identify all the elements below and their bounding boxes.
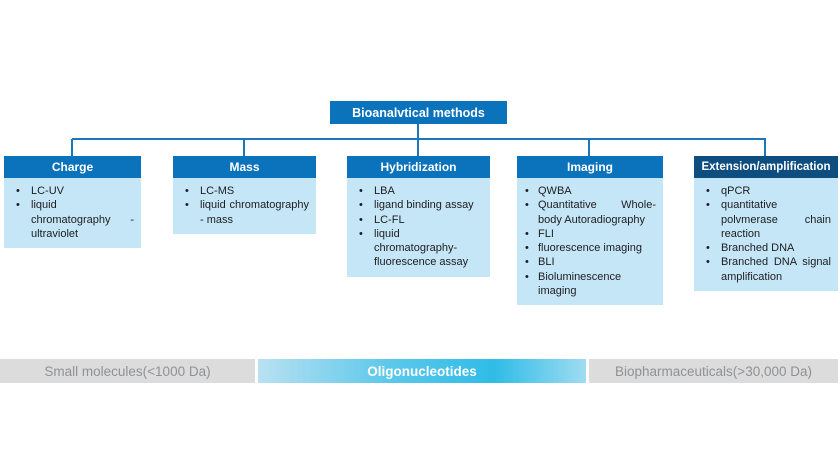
method-item: LC-UV (4, 184, 141, 199)
category-title: Imaging (566, 160, 613, 174)
connector-drop-line-extension (764, 139, 766, 156)
method-item: LBA (347, 184, 490, 199)
method-item: QWBA (517, 184, 663, 199)
scale-label-oligonucleotides: Oligonucleotides (367, 363, 477, 379)
category-header-charge: Charge (4, 156, 141, 178)
method-item: BLI (517, 255, 663, 270)
method-item: FLI (517, 227, 663, 242)
method-item: liquid chromatography - ultraviolet (4, 198, 141, 241)
category-body-charge: LC-UVliquid chromatography - ultraviolet (4, 178, 141, 249)
category-title: Mass (229, 160, 260, 174)
method-item: Bioluminescence imaging (517, 270, 663, 299)
method-item: Branched DNA (694, 241, 838, 256)
category-body-extension-amplification: qPCRquantitative polvmerase chain reacti… (694, 178, 838, 292)
method-item: Quantitative Whole-body Autoradiography (517, 198, 663, 227)
method-item: LC-MS (173, 184, 316, 199)
method-item: fluorescence imaging (517, 241, 663, 256)
method-item: quantitative polvmerase chain reaction (694, 198, 838, 241)
connector-drop-line-imaging (588, 139, 590, 156)
category-body-hybridization: LBAligand binding assayLC-FLliquid chrom… (347, 178, 490, 277)
method-list-mass: LC-MSliquid chromatography - mass (173, 178, 316, 234)
connector-drop-line-hybridization (417, 139, 419, 156)
method-list-charge: LC-UVliquid chromatography - ultraviolet (4, 178, 141, 248)
method-item: Branched DNA signal amplification (694, 255, 838, 284)
category-column-extension-amplification: Extension/amplification qPCRquantitative… (694, 156, 838, 292)
category-header-hybridization: Hybridization (347, 156, 490, 178)
method-item: liquid chromatography- fluorescence assa… (347, 227, 490, 270)
method-list-imaging: QWBAQuantitative Whole-body Autoradiogra… (517, 178, 663, 305)
connector-horizontal-line (72, 138, 766, 140)
scale-segment-small-molecules: Small molecules(<1000 Da) (0, 359, 255, 383)
scale-segment-biopharmaceuticals: Biopharmaceuticals(>30,000 Da) (589, 359, 838, 383)
connector-drop-line-charge (71, 139, 73, 156)
category-title: Hybridization (380, 160, 457, 174)
method-item: ligand binding assay (347, 198, 490, 213)
category-title: Extension/amplification (701, 161, 831, 173)
connector-drop-line-mass (243, 139, 245, 156)
method-list-hybridization: LBAligand binding assayLC-FLliquid chrom… (347, 178, 490, 277)
method-list-extension-amplification: qPCRquantitative polvmerase chain reacti… (694, 178, 838, 291)
method-item: LC-FL (347, 213, 490, 228)
root-node-label: Bioanalvtical methods (352, 105, 485, 120)
category-body-mass: LC-MSliquid chromatography - mass (173, 178, 316, 234)
category-header-extension-amplification: Extension/amplification (694, 156, 838, 178)
scale-label-small-molecules: Small molecules(<1000 Da) (44, 363, 211, 379)
category-header-mass: Mass (173, 156, 316, 178)
category-column-charge: Charge LC-UVliquid chromatography - ultr… (4, 156, 141, 249)
category-header-imaging: Imaging (517, 156, 663, 178)
category-title: Charge (51, 160, 94, 174)
category-column-imaging: Imaging QWBAQuantitative Whole-body Auto… (517, 156, 663, 306)
category-column-mass: Mass LC-MSliquid chromatography - mass (173, 156, 316, 234)
category-body-imaging: QWBAQuantitative Whole-body Autoradiogra… (517, 178, 663, 306)
root-node-bioanalytical-methods: Bioanalvtical methods (330, 101, 507, 124)
category-column-hybridization: Hybridization LBAligand binding assayLC-… (347, 156, 490, 277)
connector-stem-line (417, 124, 419, 139)
method-item: liquid chromatography - mass (173, 198, 316, 227)
scale-segment-oligonucleotides: Oligonucleotides (258, 359, 586, 383)
method-item: qPCR (694, 184, 838, 199)
scale-label-biopharmaceuticals: Biopharmaceuticals(>30,000 Da) (615, 363, 812, 379)
